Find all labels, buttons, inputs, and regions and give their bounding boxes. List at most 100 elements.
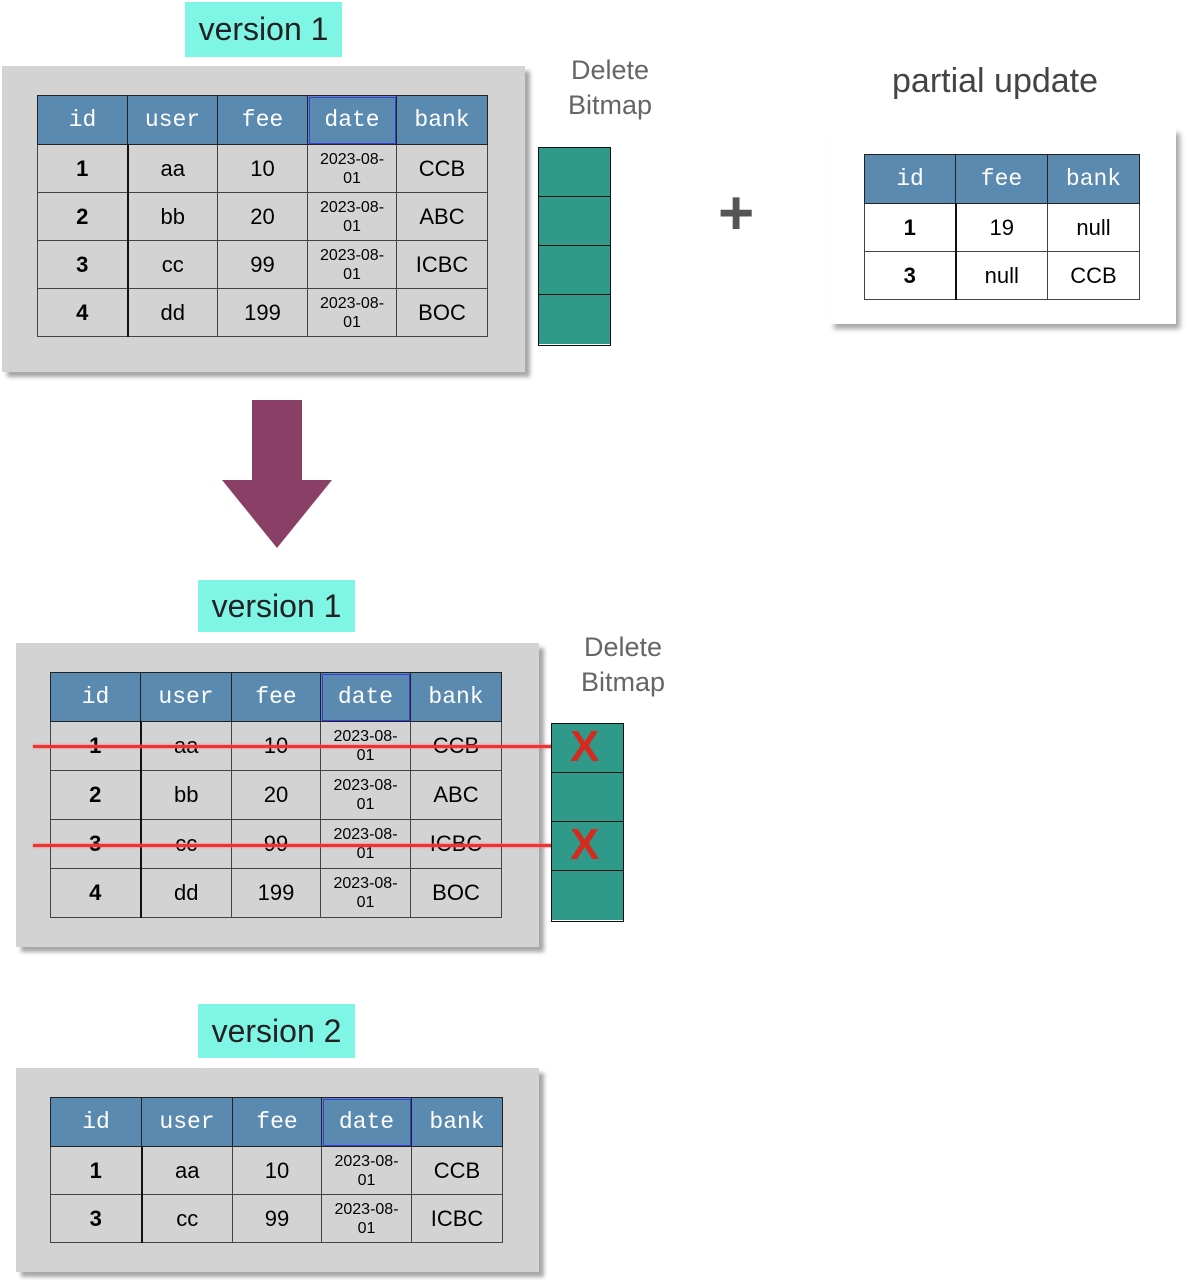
column-header-bank: bank: [1047, 154, 1140, 204]
column-header-bank: bank: [410, 672, 502, 722]
table-header-row: id user fee date bank: [50, 1097, 503, 1147]
column-header-user: user: [140, 672, 232, 722]
cell-bank: CCB: [411, 1146, 503, 1195]
cell-user: aa: [127, 144, 218, 193]
column-header-bank: bank: [396, 95, 488, 145]
cell-id: 1: [50, 1146, 143, 1195]
cell-bank: ABC: [396, 192, 488, 241]
delete-bitmap-middle: X X: [551, 722, 624, 922]
bitmap-bit: [552, 871, 623, 920]
table-row: 1 19 null: [864, 203, 1140, 252]
cell-id: 1: [37, 144, 129, 193]
delete-bitmap-top: [538, 147, 611, 346]
bitmap-bit-deleted: X: [552, 820, 623, 871]
delete-strike-line: [33, 844, 573, 847]
cell-bank: ICBC: [396, 240, 488, 289]
bitmap-bit: [552, 773, 623, 822]
partial-update-title: partial update: [892, 62, 1099, 100]
cell-user: cc: [141, 1194, 233, 1243]
bitmap-bit: [539, 246, 610, 295]
cell-bank: CCB: [1047, 251, 1140, 300]
column-header-user: user: [127, 95, 218, 145]
table-row: 1 aa 10 2023-08-01 CCB: [50, 1146, 503, 1195]
cell-date: 2023-08-01: [307, 192, 397, 241]
version-label-top: version 1: [185, 2, 342, 57]
table-row: 3 cc 99 2023-08-01 ICBC: [37, 240, 488, 289]
cell-user: cc: [127, 240, 218, 289]
bitmap-bit-deleted: X: [552, 722, 623, 773]
bitmap-bit: [539, 197, 610, 246]
cell-date: 2023-08-01: [321, 1194, 412, 1243]
delete-strike-line: [33, 745, 573, 748]
cell-id: 3: [37, 240, 129, 289]
cell-bank: null: [1047, 203, 1140, 252]
column-header-date: date: [307, 95, 397, 145]
plus-icon: +: [718, 179, 755, 248]
version-label-bottom: version 2: [198, 1004, 355, 1058]
cell-bank: ABC: [410, 770, 502, 820]
column-header-date: date: [320, 672, 411, 722]
bitmap-bit: [539, 295, 610, 344]
cell-bank: ICBC: [411, 1194, 503, 1243]
cell-fee: 20: [217, 192, 308, 241]
table-header-row: id fee bank: [864, 154, 1140, 204]
cell-user: dd: [140, 868, 232, 918]
cell-user: bb: [127, 192, 218, 241]
table-row: 2 bb 20 2023-08-01 ABC: [50, 770, 502, 820]
data-table-bottom: id user fee date bank 1 aa 10 2023-08-01…: [50, 1097, 503, 1243]
cell-date: 2023-08-01: [320, 770, 411, 820]
cell-fee: 199: [217, 288, 308, 337]
table-row: 3 null CCB: [864, 251, 1140, 300]
cell-fee: 20: [231, 770, 321, 820]
cell-user: dd: [127, 288, 218, 337]
delete-x-icon: X: [570, 820, 600, 869]
cell-date: 2023-08-01: [307, 144, 397, 193]
table-row: 3 cc 99 2023-08-01 ICBC: [50, 1194, 503, 1243]
column-header-fee: fee: [231, 672, 321, 722]
column-header-date: date: [321, 1097, 412, 1147]
cell-fee: 99: [232, 1194, 322, 1243]
cell-id: 3: [864, 251, 957, 300]
delete-x-icon: X: [570, 722, 600, 771]
column-header-bank: bank: [411, 1097, 503, 1147]
bitmap-bit: [539, 148, 610, 197]
table-row: 1 aa 10 2023-08-01 CCB: [37, 144, 488, 193]
table-header-row: id user fee date bank: [50, 672, 502, 722]
cell-date: 2023-08-01: [320, 868, 411, 918]
column-header-id: id: [864, 154, 956, 204]
cell-fee: null: [955, 251, 1048, 300]
cell-id: 4: [50, 868, 142, 918]
cell-id: 2: [50, 770, 142, 820]
cell-id: 2: [37, 192, 129, 241]
cell-fee: 99: [217, 240, 308, 289]
column-header-id: id: [37, 95, 128, 145]
column-header-id: id: [50, 1097, 142, 1147]
cell-bank: BOC: [396, 288, 488, 337]
cell-id: 3: [50, 1194, 143, 1243]
cell-fee: 199: [231, 868, 321, 918]
column-header-id: id: [50, 672, 141, 722]
table-header-row: id user fee date bank: [37, 95, 488, 145]
cell-bank: BOC: [410, 868, 502, 918]
cell-bank: CCB: [396, 144, 488, 193]
cell-user: bb: [140, 770, 232, 820]
cell-date: 2023-08-01: [307, 240, 397, 289]
cell-id: 4: [37, 288, 129, 337]
data-table-top: id user fee date bank 1 aa 10 2023-08-01…: [37, 95, 488, 337]
table-row: 4 dd 199 2023-08-01 BOC: [50, 868, 502, 918]
table-row: 4 dd 199 2023-08-01 BOC: [37, 288, 488, 337]
cell-user: aa: [141, 1146, 233, 1195]
cell-fee: 10: [232, 1146, 322, 1195]
table-row: 2 bb 20 2023-08-01 ABC: [37, 192, 488, 241]
column-header-fee: fee: [955, 154, 1048, 204]
column-header-user: user: [141, 1097, 233, 1147]
cell-fee: 19: [955, 203, 1048, 252]
down-arrow-icon: [222, 400, 332, 548]
partial-update-table: id fee bank 1 19 null 3 null CCB: [864, 154, 1140, 300]
data-table-middle: id user fee date bank 1 aa 10 2023-08-01…: [50, 672, 502, 918]
cell-id: 1: [864, 203, 957, 252]
version-label-middle: version 1: [198, 580, 355, 632]
column-header-fee: fee: [217, 95, 308, 145]
